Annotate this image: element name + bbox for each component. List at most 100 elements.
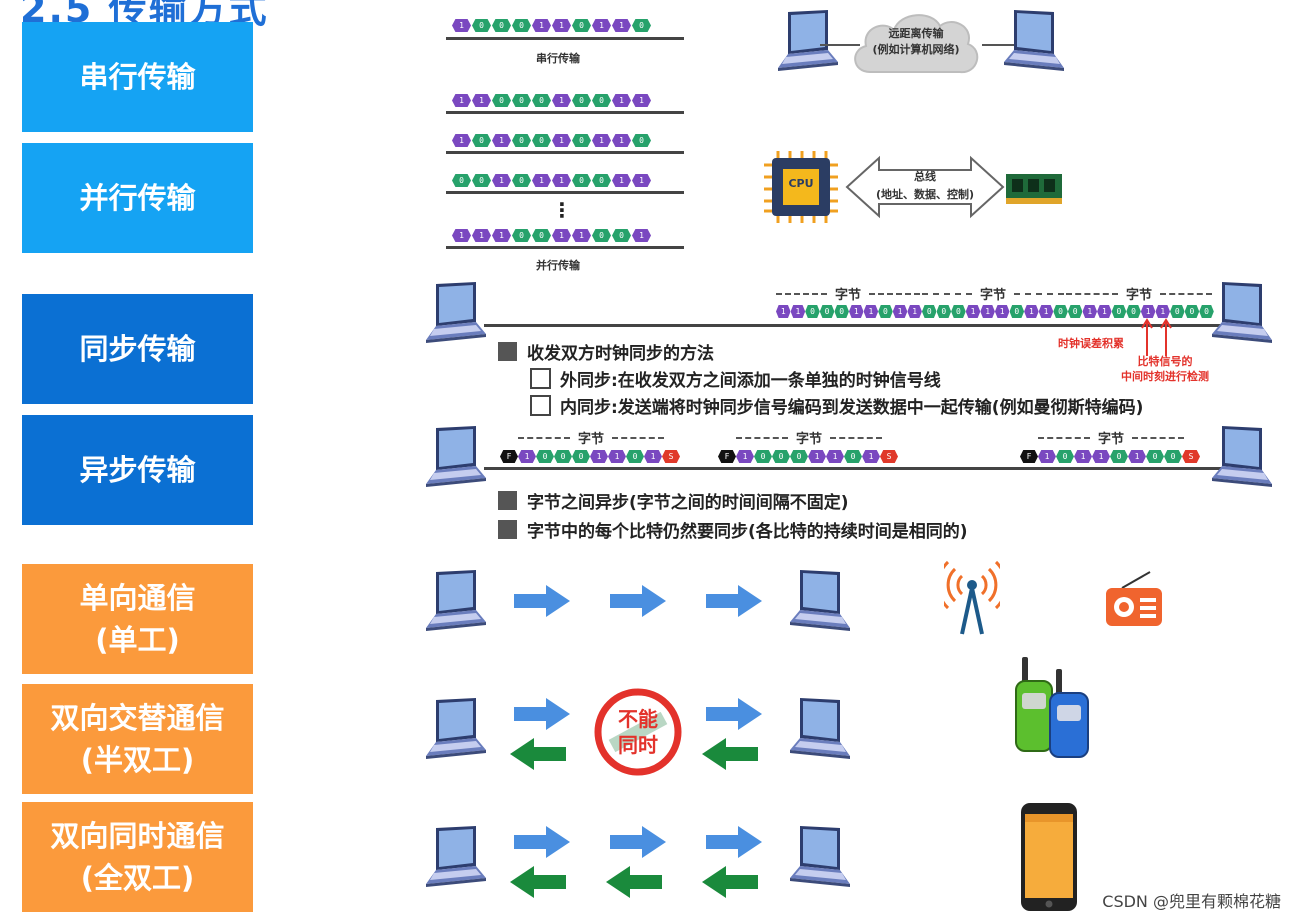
cpu-icon: [764, 151, 838, 223]
bit: 1: [994, 305, 1010, 318]
bit: 1: [632, 229, 651, 242]
bit: 1: [590, 450, 608, 463]
laptop-icon: [790, 826, 850, 887]
bit: 0: [592, 174, 611, 187]
bit: 0: [632, 19, 651, 32]
bit: 0: [844, 450, 862, 463]
bit: 0: [492, 19, 511, 32]
sync-line: [484, 324, 1242, 327]
bit: 0: [532, 229, 551, 242]
bit: 1: [452, 19, 471, 32]
cpu-label: CPU: [788, 177, 814, 190]
bit: 0: [452, 174, 471, 187]
serial-link-left: [820, 44, 860, 46]
bit: 0: [1067, 305, 1083, 318]
sync-point-3: 内同步:发送端将时钟同步信号编码到发送数据中一起传输(例如曼彻斯特编码): [530, 393, 1143, 418]
bit: 1: [1128, 450, 1146, 463]
bit: 0: [492, 94, 511, 107]
bit: 1: [790, 305, 806, 318]
bit: F: [500, 450, 518, 463]
bit: 1: [1155, 305, 1171, 318]
right-arrow-icon: [706, 698, 762, 730]
radio-tower-icon: [944, 560, 1000, 635]
bit: 0: [632, 134, 651, 147]
bit: 1: [552, 94, 571, 107]
bit: 1: [612, 19, 631, 32]
bit: F: [1020, 450, 1038, 463]
laptop-icon: [1212, 426, 1272, 487]
laptop-icon: [1212, 282, 1272, 343]
bit: 1: [552, 174, 571, 187]
bit: 1: [1092, 450, 1110, 463]
parallel-label: 并行传输: [22, 143, 253, 253]
async-byte-span: 字节: [518, 428, 665, 447]
bit: 0: [572, 19, 591, 32]
bit: 0: [472, 19, 491, 32]
bit: 0: [1053, 305, 1068, 318]
parallel-line: [446, 151, 684, 154]
parallel-line: [446, 191, 684, 194]
detect-arrows: [1141, 318, 1172, 356]
right-arrow-icon: [610, 585, 666, 617]
clock-error-note: 时钟误差积累: [1058, 337, 1124, 350]
bit: 1: [572, 229, 591, 242]
bus-caption: 总线(地址、数据、控制): [875, 170, 975, 201]
bit: 1: [1038, 305, 1054, 318]
bit: 1: [518, 450, 536, 463]
bit: 1: [1082, 305, 1098, 318]
bit: 0: [1170, 305, 1185, 318]
parallel-line: [446, 246, 684, 249]
left-arrow-icon: [510, 738, 566, 770]
bit: 0: [1146, 450, 1164, 463]
bit: 1: [472, 229, 491, 242]
bit: 1: [552, 134, 571, 147]
parallel-ellipsis: ⋮: [552, 198, 572, 222]
bit: 0: [612, 229, 631, 242]
bit: 1: [632, 94, 651, 107]
bit: 0: [512, 134, 531, 147]
laptop-icon: [426, 570, 486, 631]
right-arrow-icon: [514, 698, 570, 730]
bit: 1: [980, 305, 995, 318]
left-arrow-icon: [510, 866, 566, 898]
bit: 1: [736, 450, 754, 463]
async-point-1: 字节之间异步(字节之间的时间间隔不固定): [498, 488, 849, 513]
bit: 0: [1110, 450, 1128, 463]
bit: S: [662, 450, 680, 463]
bit: S: [880, 450, 898, 463]
half-duplex-label: 双向交替通信(半双工): [22, 684, 253, 794]
async-line: [484, 467, 1242, 470]
bit: 1: [632, 174, 651, 187]
detect-note: 比特信号的中间时刻进行检测: [1121, 355, 1209, 383]
bit: 1: [1097, 305, 1112, 318]
bit: 0: [805, 305, 820, 318]
laptop-icon: [426, 698, 486, 759]
bit: 1: [452, 134, 471, 147]
bit: 0: [1111, 305, 1127, 318]
bit: 1: [644, 450, 662, 463]
bit: 1: [1074, 450, 1092, 463]
bit: 0: [472, 134, 491, 147]
bit: 1: [612, 174, 631, 187]
bit: 0: [936, 305, 952, 318]
right-arrow-icon: [706, 585, 762, 617]
sync-point-1: 收发双方时钟同步的方法: [498, 339, 714, 364]
laptop-icon: [426, 826, 486, 887]
parallel-caption: 并行传输: [536, 259, 580, 272]
no-simultaneous-badge: [594, 688, 682, 776]
bit: 0: [592, 229, 611, 242]
full-duplex-label: 双向同时通信(全双工): [22, 802, 253, 912]
laptop-icon: [426, 426, 486, 487]
bit: 0: [1009, 305, 1025, 318]
left-arrow-icon: [606, 866, 662, 898]
bit: 0: [819, 305, 835, 318]
bit: 0: [626, 450, 644, 463]
sync-byte-span: 字节: [776, 284, 921, 303]
bit: 1: [608, 450, 626, 463]
sync-byte-span: 字节: [922, 284, 1065, 303]
bit: 0: [572, 450, 590, 463]
